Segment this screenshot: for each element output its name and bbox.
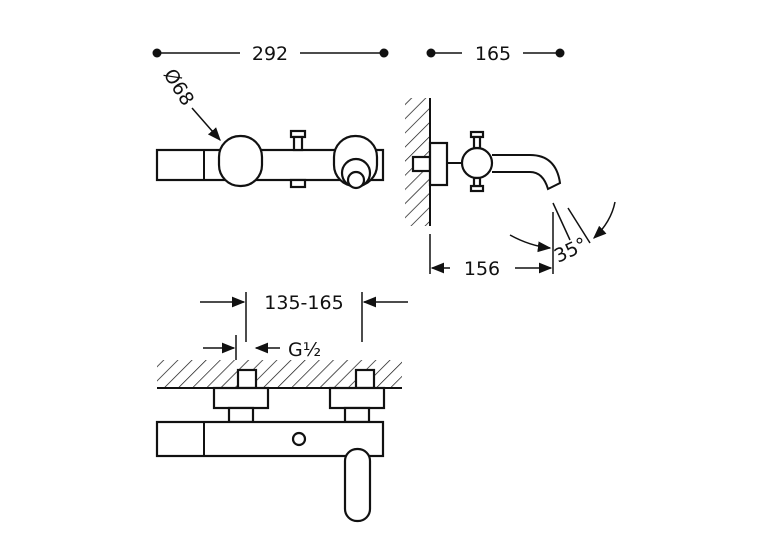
valve-body-side	[460, 146, 494, 180]
dim-label-156: 156	[464, 258, 500, 280]
dim-label-angle: 35°	[551, 233, 591, 267]
spout-top	[343, 447, 372, 523]
mixer-body-top	[155, 420, 385, 458]
dim-label-292: 292	[252, 43, 288, 65]
dimension-thread: G½	[203, 335, 321, 361]
dim-label-135-165: 135-165	[264, 292, 343, 314]
top-view: 135-165 G½	[155, 292, 408, 523]
diameter-callout: Ø68	[159, 65, 221, 142]
dim-label-thread: G½	[288, 339, 321, 361]
dimension-156: 156	[429, 212, 554, 280]
dim-label-165: 165	[475, 43, 511, 65]
dimension-135-165: 135-165	[200, 292, 408, 342]
dimension-292: 292	[152, 43, 389, 65]
spout-side	[492, 154, 562, 191]
dim-label-diameter: Ø68	[159, 65, 198, 110]
diverter	[291, 431, 307, 447]
angle-35: 35°	[509, 201, 616, 268]
dimension-165: 165	[426, 43, 565, 65]
handle-disc-left	[217, 134, 264, 188]
side-view: 165 156 35°	[405, 43, 616, 280]
front-view: 292 Ø68	[152, 43, 389, 190]
